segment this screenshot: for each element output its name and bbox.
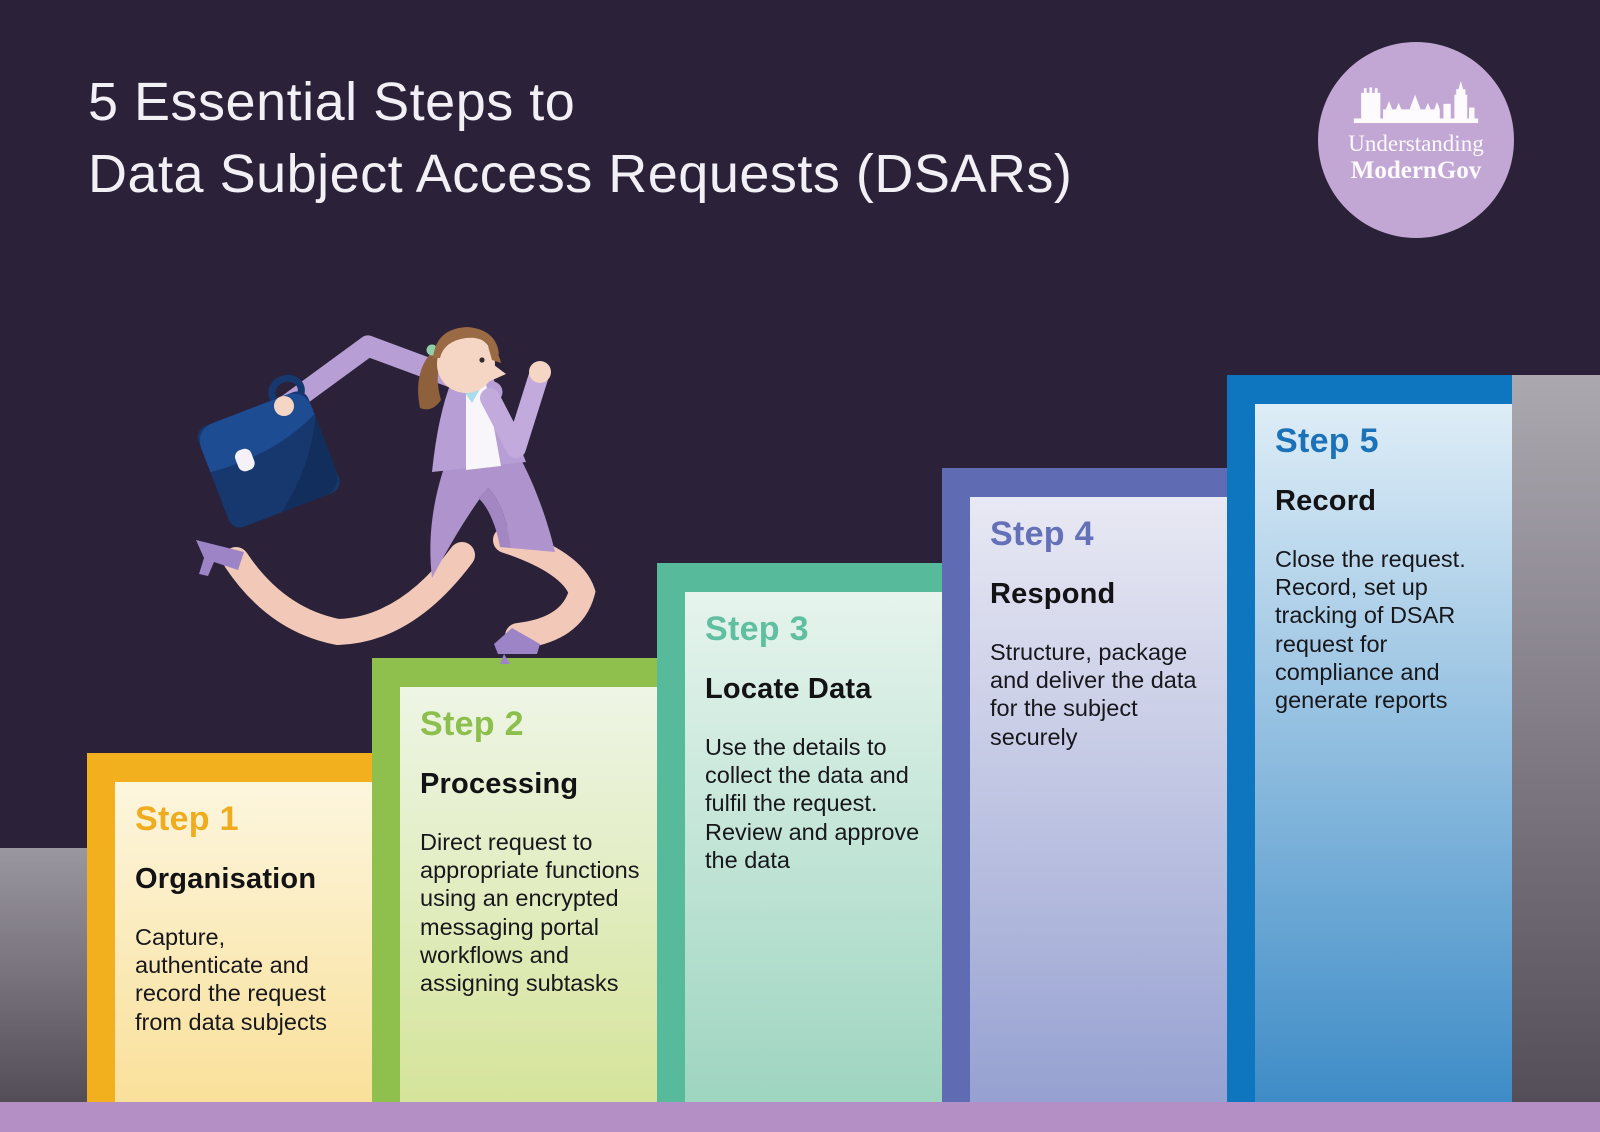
step-card-2-panel: Step 2 Processing Direct request to appr… (400, 687, 657, 1102)
step-card-4: Step 4 Respond Structure, package and de… (942, 468, 1227, 1102)
step-2-title: Processing (420, 768, 579, 800)
backdrop-wall-left (0, 848, 87, 1102)
step-card-3-panel: Step 3 Locate Data Use the details to co… (685, 592, 942, 1102)
forward-arm (480, 368, 548, 458)
nose (488, 362, 506, 382)
front-shoe (494, 628, 540, 654)
briefcase-icon (197, 374, 340, 528)
blouse (466, 384, 501, 470)
bottom-floor-bar (0, 1102, 1600, 1132)
fist (529, 361, 551, 383)
page-title-line1: 5 Essential Steps to (88, 72, 576, 132)
skirt-shade (478, 488, 511, 548)
understanding-moderngov-logo: Understanding ModernGov (1318, 42, 1514, 238)
step-3-title: Locate Data (705, 673, 872, 705)
step-1-title: Organisation (135, 863, 317, 895)
step-card-1: Step 1 Organisation Capture, authenticat… (87, 753, 372, 1102)
step-5-label: Step 5 (1275, 422, 1379, 460)
westminster-skyline-icon (1353, 80, 1479, 124)
step-2-label: Step 2 (420, 705, 524, 743)
eye (479, 357, 485, 363)
backdrop-wall-right (1512, 375, 1600, 1102)
step-4-label: Step 4 (990, 515, 1094, 553)
back-shoe (196, 540, 244, 576)
step-card-5-panel: Step 5 Record Close the request. Record,… (1255, 404, 1512, 1102)
logo-text-moderngov: ModernGov (1350, 157, 1482, 184)
step-1-label: Step 1 (135, 800, 239, 838)
hair (433, 327, 499, 358)
skirt (430, 454, 555, 578)
step-3-description: Use the details to collect the data and … (705, 734, 920, 873)
page-title: 5 Essential Steps to Data Subject Access… (88, 66, 1072, 210)
front-shoe-heel (500, 654, 510, 664)
back-leg (223, 542, 475, 646)
page-title-line2: Data Subject Access Requests (DSARs) (88, 144, 1073, 204)
step-5-description: Close the request. Record, set up tracki… (1275, 546, 1466, 713)
trailing-hand (274, 396, 294, 416)
step-3-label: Step 3 (705, 610, 809, 648)
ponytail (418, 352, 442, 410)
step-card-4-panel: Step 4 Respond Structure, package and de… (970, 497, 1227, 1102)
step-4-title: Respond (990, 578, 1116, 610)
step-5-title: Record (1275, 485, 1377, 517)
step-card-5: Step 5 Record Close the request. Record,… (1227, 375, 1512, 1102)
step-2-description: Direct request to appropriate functions … (420, 829, 640, 996)
front-leg (493, 527, 596, 649)
step-card-1-panel: Step 1 Organisation Capture, authenticat… (115, 782, 372, 1102)
step-card-2: Step 2 Processing Direct request to appr… (372, 658, 657, 1102)
face (437, 335, 495, 393)
logo-text-understanding: Understanding (1348, 131, 1484, 156)
step-4-description: Structure, package and deliver the data … (990, 639, 1197, 750)
hair-side (488, 346, 501, 363)
step-1-description: Capture, authenticate and record the req… (135, 924, 328, 1035)
running-businesswoman-illustration (196, 327, 596, 664)
step-card-3: Step 3 Locate Data Use the details to co… (657, 563, 942, 1102)
